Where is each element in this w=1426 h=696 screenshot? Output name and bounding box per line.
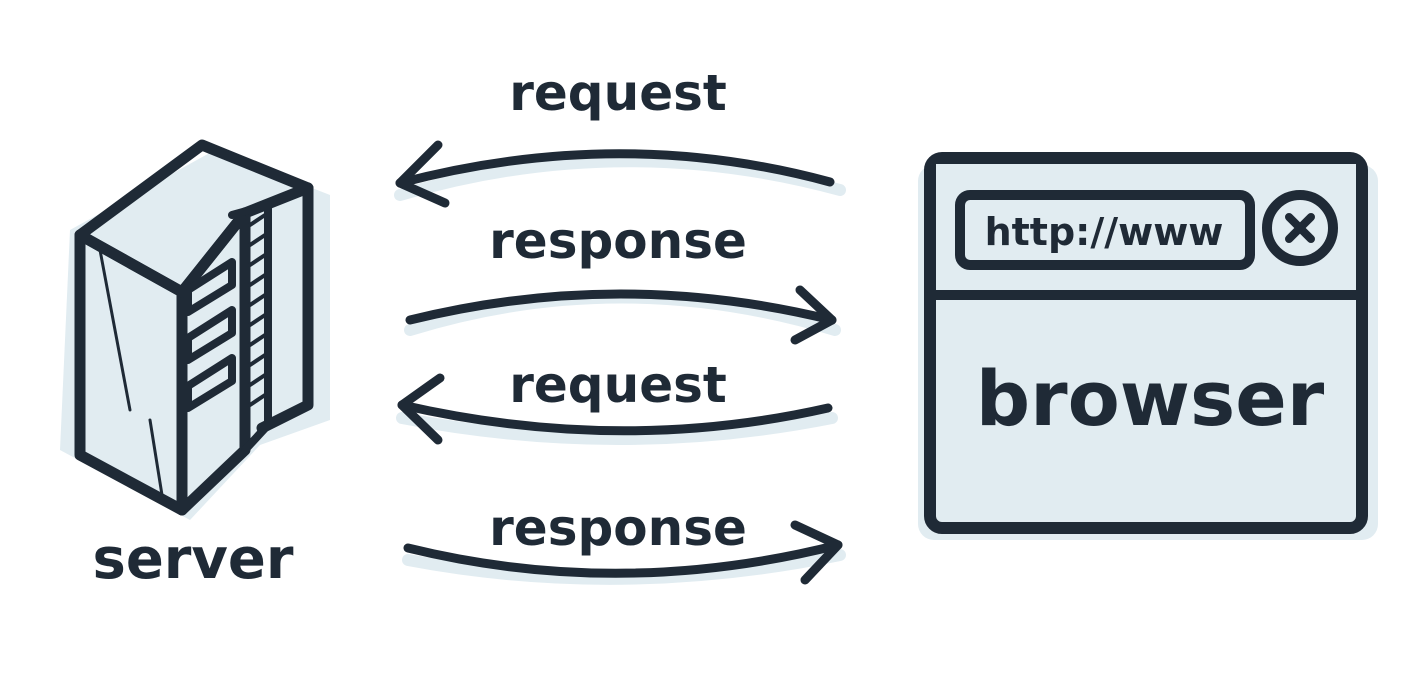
close-icon (1262, 190, 1338, 266)
request-arrow-2 (396, 373, 838, 445)
arrow-1-label: request (509, 64, 727, 122)
server-icon (60, 139, 330, 520)
browser-window (918, 152, 1378, 540)
response-arrow-1 (404, 285, 841, 345)
browser-label: browser (976, 354, 1325, 443)
server-label: server (92, 527, 293, 592)
arrow-2-label: response (489, 212, 747, 270)
address-text: http://www (985, 210, 1224, 254)
arrow-4-label: response (489, 499, 747, 557)
response-arrow-2 (402, 520, 846, 585)
arrow-3-label: request (509, 356, 727, 414)
request-arrow-1 (394, 140, 846, 208)
address-bar (955, 190, 1255, 270)
